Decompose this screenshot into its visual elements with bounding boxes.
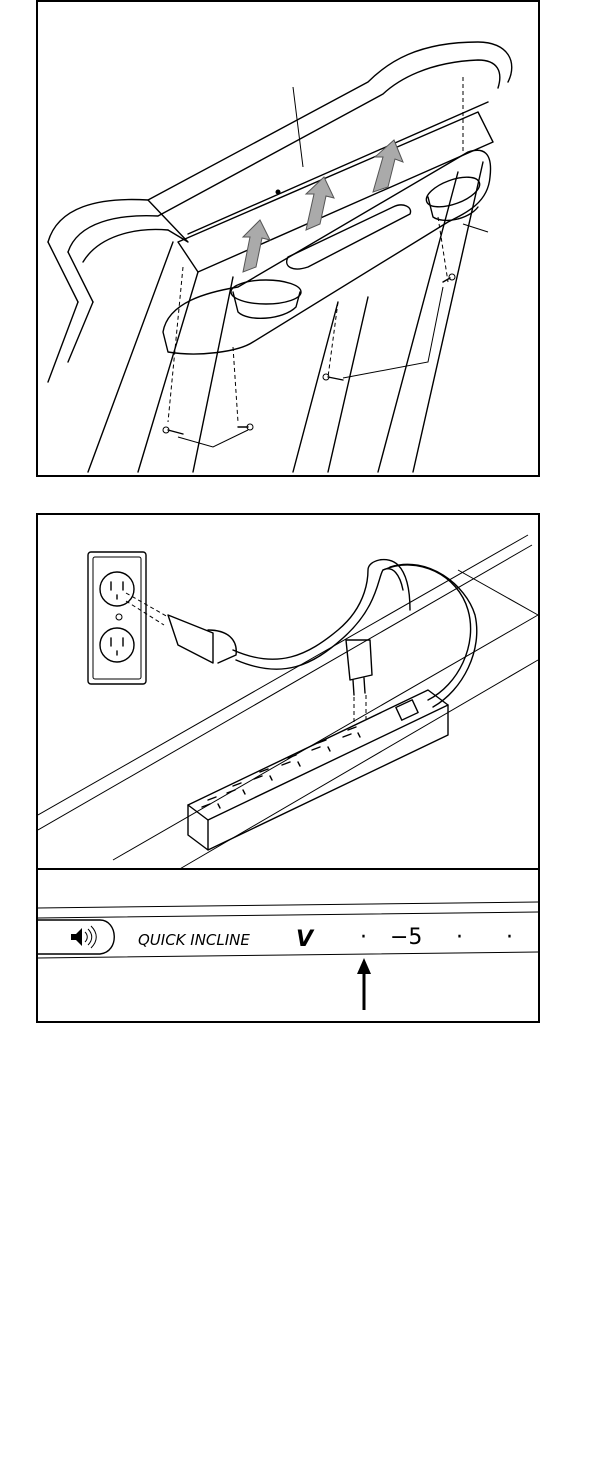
- strip-plug: [346, 640, 372, 695]
- console-panel: [178, 112, 493, 272]
- wall-plug: [168, 615, 236, 663]
- power-switch: [396, 700, 418, 720]
- console-strip-drawing: QUICK INCLINE V · −5 · ·: [38, 870, 542, 1025]
- power-strip: [188, 690, 448, 850]
- dot-marker: ·: [360, 925, 367, 950]
- accessory-tray: [163, 150, 491, 354]
- upper-frame-line: [48, 42, 512, 242]
- incline-value: −5: [390, 925, 422, 950]
- console-tray-drawing: [38, 2, 542, 479]
- figure-console-strip: QUICK INCLINE V · −5 · ·: [36, 868, 540, 1023]
- dot-marker-2: ·: [456, 925, 463, 950]
- screws: [163, 274, 455, 447]
- callout-line: [293, 87, 303, 167]
- power-strip-drawing: [38, 515, 542, 872]
- power-cord: [233, 560, 410, 660]
- chevron-down-label: V: [296, 927, 315, 952]
- strip-top-edge: [38, 902, 538, 908]
- up-arrow-icon: [357, 958, 371, 1010]
- lift-arrows: [243, 140, 403, 272]
- floor-lines: [38, 535, 538, 870]
- dot-marker-3: ·: [506, 925, 513, 950]
- figure-power-strip: [36, 513, 540, 870]
- quick-incline-label: QUICK INCLINE: [138, 931, 250, 949]
- figure-console-tray: [36, 0, 540, 477]
- speaker-icon: [71, 926, 96, 948]
- wall-outlet: [88, 552, 146, 684]
